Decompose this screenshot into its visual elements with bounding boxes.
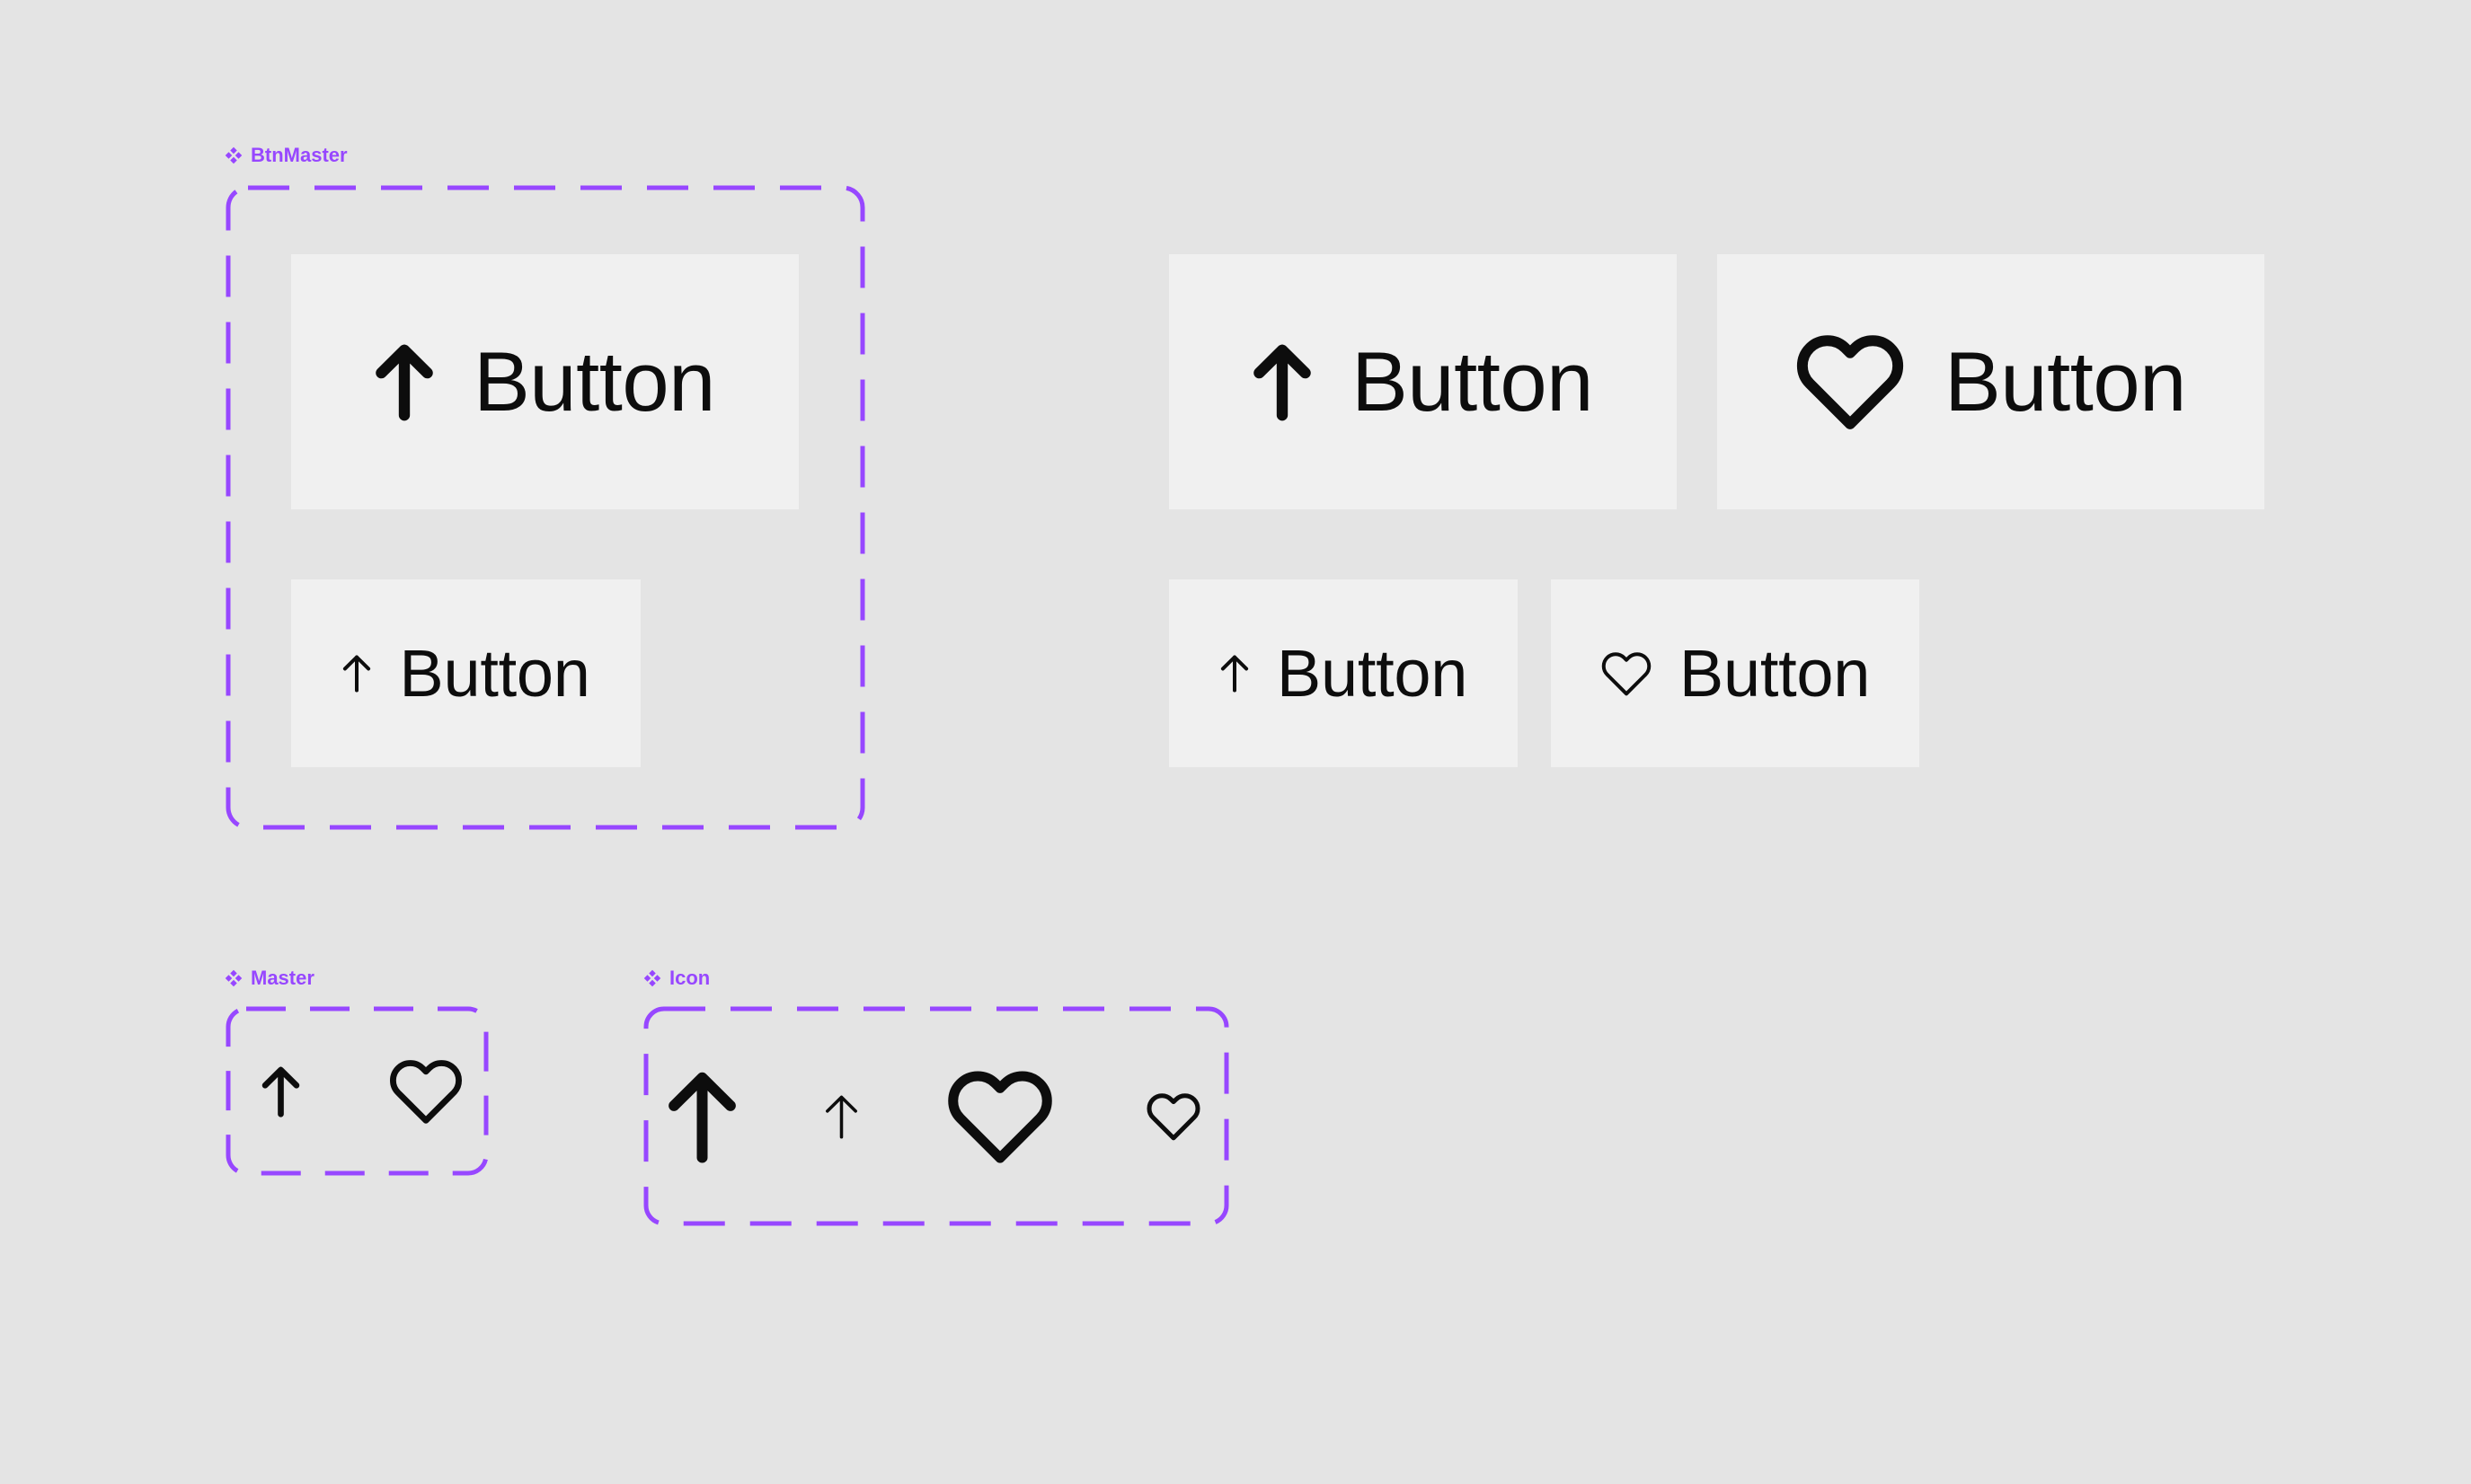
- button-instance-large-heart[interactable]: Button: [1717, 254, 2264, 509]
- button-instance-large-arrow[interactable]: Button: [1169, 254, 1677, 509]
- component-set-icon: [225, 969, 243, 987]
- heart-icon: [1600, 648, 1652, 700]
- arrow-up-large-icon[interactable]: [666, 1068, 739, 1165]
- button-label: Button: [1351, 334, 1593, 428]
- component-set-icon: [225, 146, 243, 164]
- heart-large-icon[interactable]: [946, 1063, 1054, 1170]
- arrow-up-icon: [1253, 342, 1312, 421]
- button-label: Button: [1678, 636, 1871, 711]
- component-set-name: BtnMaster: [251, 144, 348, 166]
- component-set-frame-btnmaster[interactable]: Button Button: [226, 185, 865, 830]
- button-label: Button: [474, 334, 715, 428]
- heart-icon[interactable]: [388, 1054, 464, 1129]
- component-set-frame-master[interactable]: [226, 1006, 489, 1176]
- component-set-name: Master: [251, 967, 314, 989]
- component-set-label-icon[interactable]: Icon: [643, 967, 710, 990]
- button-variant-small-arrow[interactable]: Button: [291, 579, 641, 767]
- button-label: Button: [1276, 636, 1468, 711]
- button-instance-small-arrow[interactable]: Button: [1169, 579, 1518, 767]
- arrow-up-icon: [375, 342, 434, 421]
- heart-icon: [1795, 327, 1905, 437]
- component-set-icon: [643, 969, 661, 987]
- arrow-up-icon[interactable]: [261, 1064, 301, 1118]
- arrow-up-small-icon[interactable]: [823, 1092, 860, 1141]
- button-instance-small-heart[interactable]: Button: [1551, 579, 1919, 767]
- component-set-label-master[interactable]: Master: [225, 967, 314, 990]
- arrow-up-icon: [1219, 653, 1250, 693]
- button-variant-large-arrow[interactable]: Button: [291, 254, 799, 509]
- component-set-label-btnmaster[interactable]: BtnMaster: [225, 144, 348, 167]
- button-label: Button: [1944, 334, 2186, 428]
- component-set-name: Icon: [669, 967, 711, 989]
- component-set-frame-icon[interactable]: [643, 1006, 1229, 1226]
- heart-small-icon[interactable]: [1146, 1089, 1201, 1144]
- arrow-up-icon: [341, 653, 372, 693]
- button-label: Button: [399, 636, 590, 711]
